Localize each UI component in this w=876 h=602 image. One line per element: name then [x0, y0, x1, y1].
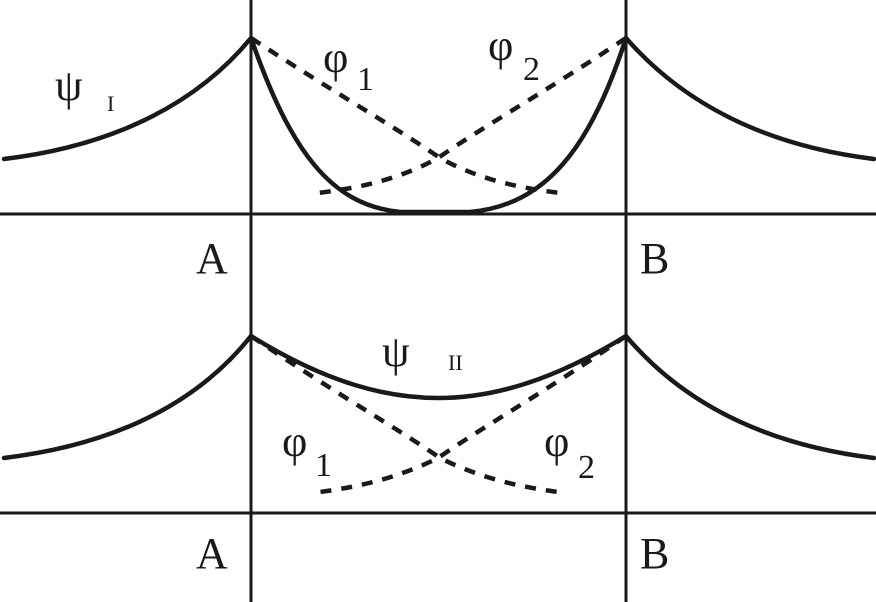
psi-1-left-tail — [1, 35, 254, 162]
bottom-phi-2-dashed — [319, 334, 628, 495]
bottom-panel: ψ II φ 1 φ 2 A B — [0, 327, 876, 578]
bottom-phi-1-dashed — [249, 334, 559, 495]
bottom-label-a: A — [196, 529, 228, 578]
bottom-phi-2-symbol: φ — [544, 417, 569, 466]
bottom-label-b: B — [640, 529, 669, 578]
top-panel: ψ I φ 1 φ 2 A B — [0, 21, 876, 283]
bottom-psi-symbol: ψ — [382, 327, 410, 376]
psi-2-left-tail — [1, 333, 254, 461]
psi-1-right-tail — [623, 35, 876, 162]
top-label-b: B — [640, 234, 669, 283]
top-psi-subscript: I — [107, 91, 114, 116]
psi-1-center-curve — [248, 35, 629, 215]
psi-2-right-tail — [623, 333, 876, 461]
bottom-phi-2-subscript: 2 — [578, 449, 595, 486]
bottom-phi-1-subscript: 1 — [315, 447, 332, 484]
top-phi-1-symbol: φ — [323, 33, 348, 82]
bottom-psi-subscript: II — [448, 350, 463, 375]
top-phi-2-dashed — [317, 36, 628, 196]
top-psi-symbol: ψ — [55, 61, 83, 110]
top-phi-1-subscript: 1 — [357, 61, 374, 98]
top-phi-2-subscript: 2 — [523, 51, 540, 88]
psi-2-center-curve — [248, 333, 629, 401]
top-phi-1-dashed — [249, 36, 561, 196]
top-phi-2-symbol: φ — [488, 21, 513, 70]
top-label-a: A — [196, 234, 228, 283]
bottom-phi-1-symbol: φ — [282, 417, 307, 466]
